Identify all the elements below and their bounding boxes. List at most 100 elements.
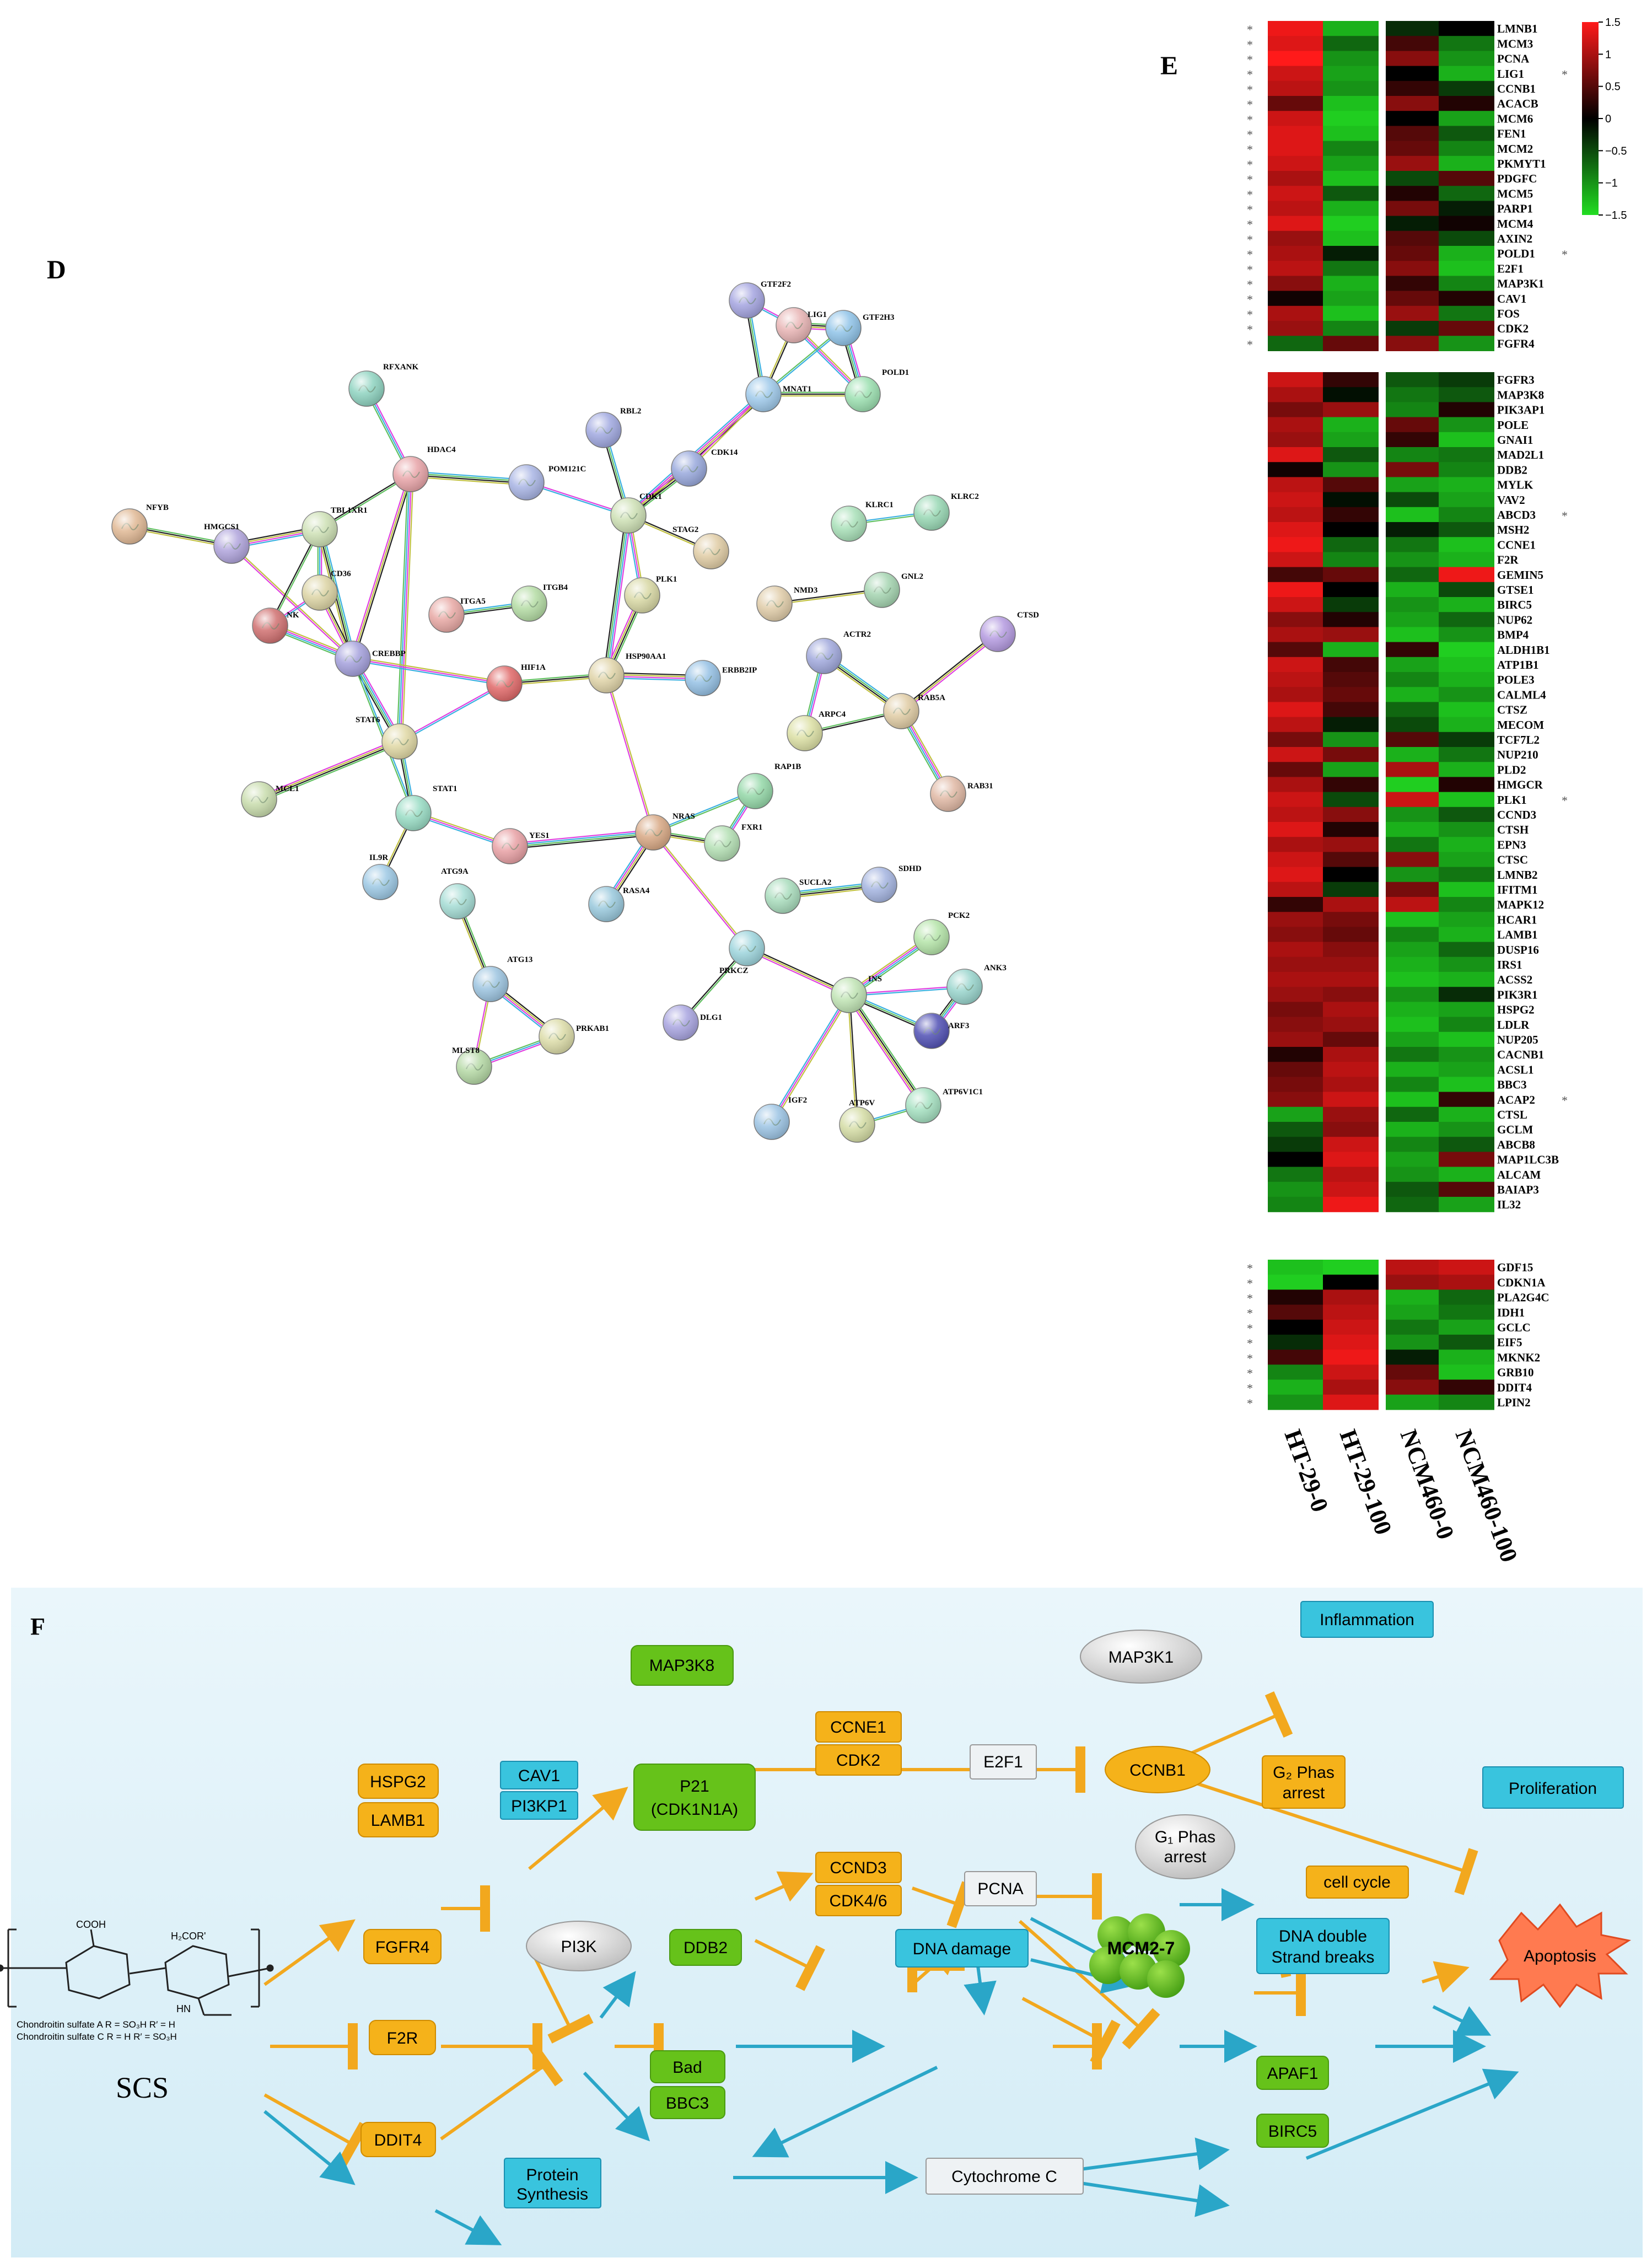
heatmap-cell [1268,201,1323,217]
heatmap-cell [1439,1364,1494,1380]
heatmap-cell [1439,1077,1494,1093]
heatmap-cell [1384,1152,1439,1168]
network-node-gtf2h3: GTF2H3 [825,310,895,346]
node-dsb-label: DNA double [1279,1927,1367,1945]
heatmap-cell [1384,567,1439,583]
heatmap-cell [1323,80,1379,96]
heatmap-cell [1439,567,1494,583]
heatmap-row-label: CDKN1A [1497,1276,1546,1289]
significance-star-left: * [1247,308,1253,321]
network-edge [400,474,412,742]
network-edge [771,995,849,1122]
node-protein-synthesis [504,2158,601,2208]
heatmap-cell [1323,552,1379,568]
heatmap-cell [1268,1335,1323,1350]
network-node-label: FXR1 [741,823,762,832]
network-node-ins: INS [831,975,882,1013]
network-node-label: ERBB2IP [722,666,757,675]
network-node-gloss [704,826,740,861]
significance-star-left: * [1247,158,1253,171]
network-node-yes1: YES1 [492,828,550,864]
node-cytochrome-c [925,2158,1084,2195]
heatmap-cell [1384,1106,1439,1122]
heatmap-cell [1268,582,1323,598]
heatmap-cell [1384,186,1439,201]
network-node-label: MLST8 [452,1046,480,1055]
heatmap-row-label: FGFR3 [1497,373,1535,386]
heatmap-row-label: CTSC [1497,853,1528,867]
significance-star-left: * [1247,1336,1253,1350]
significance-star-left: * [1247,1351,1253,1365]
heatmap-cell [1268,1031,1323,1047]
heatmap-cell [1268,432,1323,448]
network-node-label: SDHD [898,864,922,873]
network-node-label: STAT6 [356,716,380,724]
network-node-gloss [787,716,822,751]
heatmap-cell [1439,1152,1494,1168]
network-node-label: HIF1A [521,663,546,672]
node-cell-cycle-label: cell cycle [1323,1873,1391,1891]
network-node-label: KLRC2 [951,492,979,501]
heatmap-row-label: LMNB2 [1497,868,1538,881]
network-node-gloss [776,308,811,343]
colorbar-gradient [1582,22,1599,215]
heatmap-row-label: CALML4 [1497,688,1546,701]
network-edge [605,675,653,833]
heatmap-cell [1268,447,1323,463]
heatmap-cell [1439,807,1494,823]
heatmap-cell [1439,582,1494,598]
heatmap-cell [1439,1002,1494,1018]
heatmap-cell [1323,1319,1379,1335]
network-node-ctsd: CTSD [980,611,1039,652]
heatmap-cell [1384,1181,1439,1197]
heatmap-cell [1268,186,1323,201]
heatmap-cell [1439,155,1494,171]
heatmap-cell [1323,717,1379,733]
node-ccnd3-label: CCND3 [830,1859,886,1877]
heatmap-cell [1384,80,1439,96]
heatmap-row-label: PLA2G4C [1497,1291,1549,1304]
heatmap-cell [1384,1319,1439,1335]
heatmap-cell [1384,1031,1439,1047]
heatmap-cell [1268,171,1323,186]
network-node-prkab1: PRKAB1 [539,1018,609,1055]
heatmap-cell [1384,807,1439,823]
network-node-gloss [693,534,729,569]
network-node-gloss [214,528,249,563]
heatmap-row-label: DDB2 [1497,463,1527,476]
heatmap-cell [1439,186,1494,201]
heatmap-row-label: MAP3K8 [1497,388,1544,401]
heatmap-cell [1268,417,1323,433]
heatmap-cell [1439,387,1494,402]
heatmap-cell [1268,612,1323,627]
network-node-gloss [302,575,337,610]
heatmap-cell [1439,1197,1494,1212]
heatmap-cell [1439,897,1494,912]
heatmap-group-2: FGFR3MAP3K8PIK3AP1POLEGNAI1MAD2L1DDB2MYL… [1268,372,1568,1212]
node-apoptosis-label: Apoptosis [1524,1947,1596,1965]
heatmap-cell [1384,66,1439,82]
heatmap-cell [1268,732,1323,748]
node-p21-sublabel: (CDK1N1A) [651,1800,738,1819]
network-node-gloss [487,666,522,701]
heatmap-cell [1439,96,1494,111]
network-node-gloss [831,977,867,1013]
heatmap-cell [1323,792,1379,808]
heatmap-cell [1268,642,1323,658]
network-edge [232,545,354,659]
heatmap-cell [1439,402,1494,418]
heatmap-cell [1323,51,1379,67]
network-node-label: MNAT1 [783,385,811,394]
heatmap-row-label: EPN3 [1497,838,1526,851]
network-edge [603,515,627,675]
node-g2-arrest [1262,1755,1346,1809]
heatmap-cell [1323,1152,1379,1168]
network-node-gloss [806,638,842,674]
network-node-label: ATG9A [441,867,469,876]
heatmap-cell [1268,1394,1323,1410]
heatmap-cell [1323,230,1379,246]
heatmap-cell [1384,717,1439,733]
network-node-label: STAT1 [433,784,457,793]
heatmap-row-label: FOS [1497,307,1520,320]
